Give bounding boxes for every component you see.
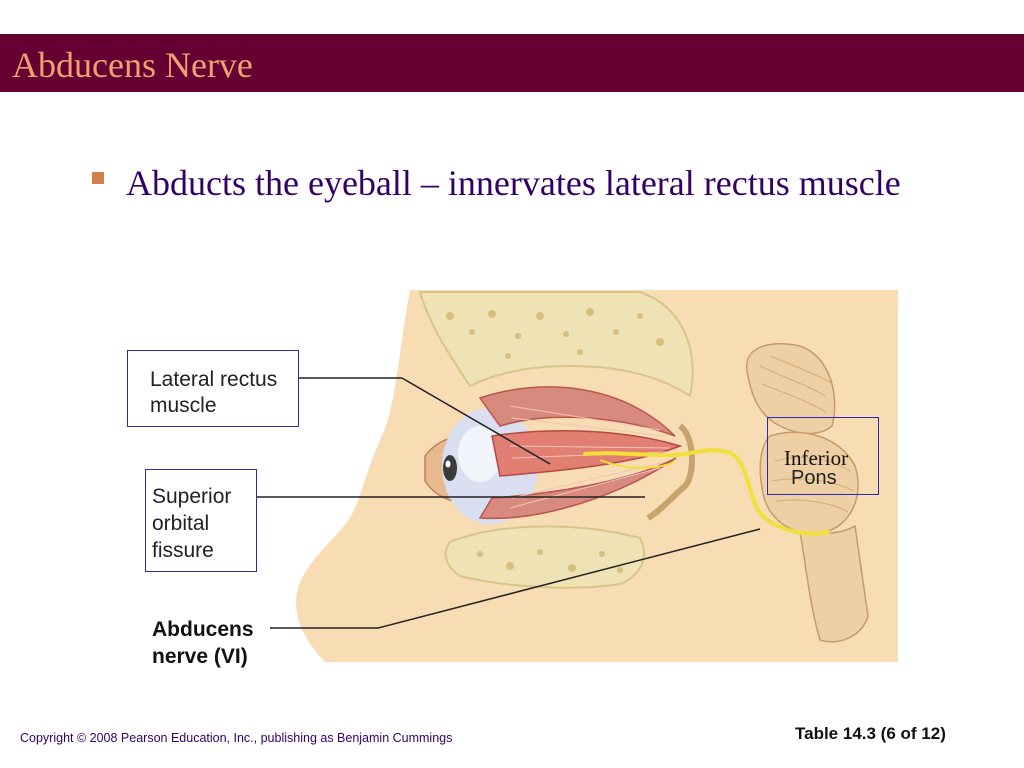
superior-orbital-label-box — [145, 469, 257, 572]
abducens-label-line2: nerve (VI) — [152, 645, 248, 668]
iris — [443, 455, 457, 481]
superior-orbital-label-line3: fissure — [152, 539, 214, 562]
head-silhouette — [296, 290, 898, 662]
lateral-rectus-label-box — [127, 350, 299, 427]
pons-label: Pons — [791, 467, 837, 489]
pons-label-box — [767, 417, 879, 495]
medulla — [799, 524, 869, 643]
inferior-label: Inferior — [784, 446, 849, 470]
frontal-bone — [418, 291, 694, 398]
abducens-label-line1: Abducens — [152, 618, 254, 641]
maxillary-bone — [444, 525, 645, 589]
lateral-rectus-label-line2: muscle — [150, 394, 217, 417]
abducens-nerve — [583, 448, 830, 536]
superior-orbital-label-line2: orbital — [152, 512, 210, 535]
title-bar — [0, 34, 1024, 92]
slide-title: Abducens Nerve — [12, 45, 253, 85]
superior-rectus — [478, 386, 676, 437]
lateral-rectus-label-line1: Lateral rectus — [150, 368, 278, 391]
bullet-text: Abducts the eyeball – innervates lateral… — [126, 163, 901, 203]
table-reference: Table 14.3 (6 of 12) — [795, 724, 946, 743]
anatomy-illustration — [120, 286, 910, 666]
copyright-notice: Copyright © 2008 Pearson Education, Inc.… — [20, 731, 453, 745]
superior-orbital-label-line1: Superior — [152, 485, 232, 508]
bullet-square-icon — [92, 172, 104, 184]
